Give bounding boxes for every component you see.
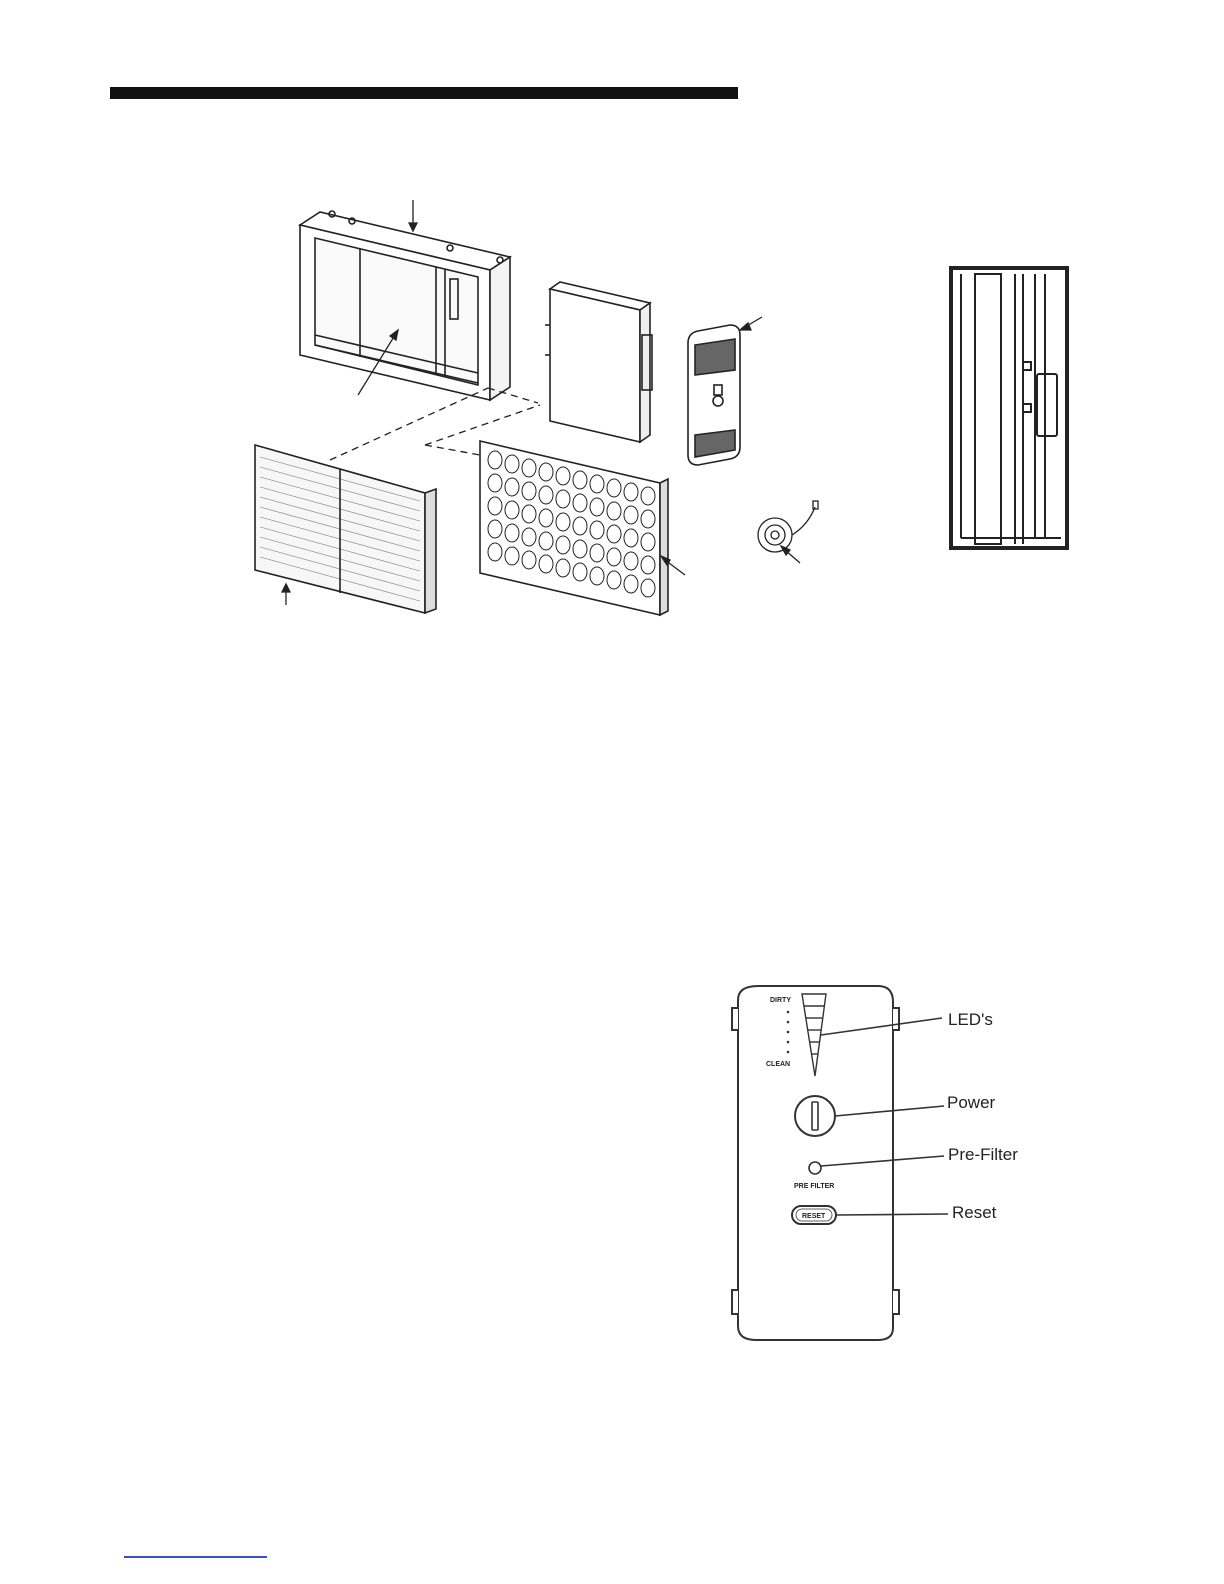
power-cord-drawing	[758, 501, 818, 552]
carbon-filter-drawing	[480, 441, 668, 615]
control-panel-diagram: DIRTY CLEAN PRE FILTER RESET LED's Power…	[718, 978, 1038, 1353]
reset-button-caption: RESET	[802, 1213, 826, 1220]
pre-filter-indicator-icon	[809, 1162, 821, 1174]
footer-link-underline[interactable]	[124, 1556, 267, 1558]
section-heading-rule	[110, 87, 738, 99]
callout-pre-filter: Pre-Filter	[948, 1145, 1018, 1164]
callout-reset: Reset	[952, 1203, 997, 1222]
callout-leds: LED's	[948, 1010, 993, 1029]
side-view-diagram	[945, 262, 1075, 552]
reset-button[interactable]: RESET	[792, 1206, 836, 1224]
pre-filter-caption: PRE FILTER	[794, 1183, 834, 1190]
callout-power: Power	[947, 1093, 996, 1112]
power-box-drawing	[688, 325, 740, 465]
prefilter-drawing	[255, 445, 436, 613]
cabinet-drawing	[300, 211, 510, 400]
collector-cell-drawing	[545, 282, 652, 442]
power-switch-icon[interactable]	[795, 1096, 835, 1136]
led-scale-clean-label: CLEAN	[766, 1061, 790, 1068]
exploded-assembly-diagram	[240, 195, 820, 625]
led-scale-dirty-label: DIRTY	[770, 997, 791, 1004]
